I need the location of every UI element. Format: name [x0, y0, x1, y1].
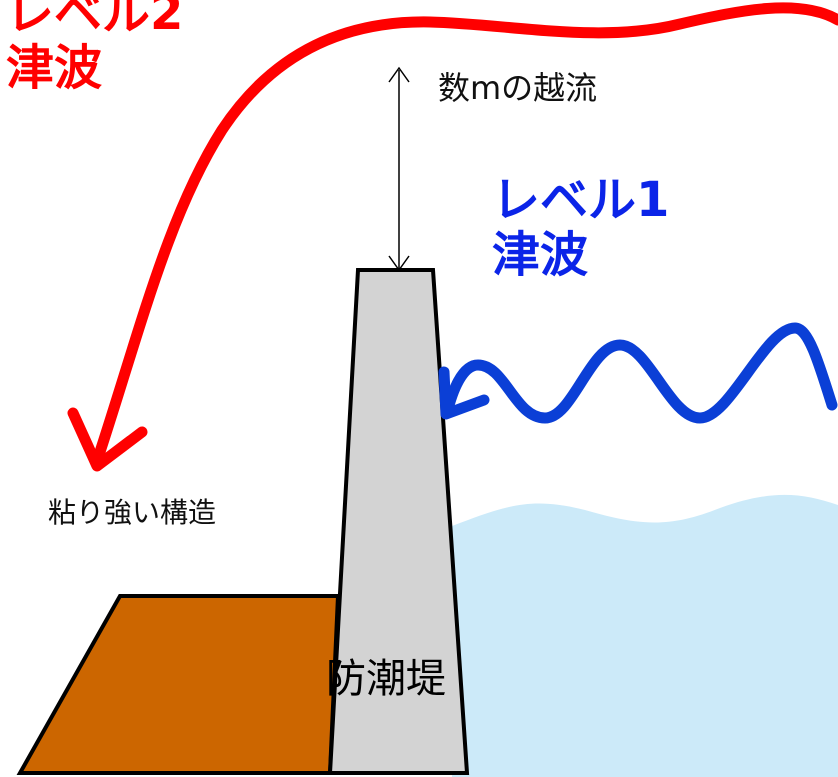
overflow-arrowhead-bottom — [388, 255, 410, 272]
seawall — [327, 268, 470, 775]
overflow-arrowhead-top — [388, 66, 410, 83]
level1-tsunami-label: レベル1 津波 — [492, 172, 670, 284]
level2-label-line2: 津波 — [6, 40, 103, 97]
resilient-structure-label: 粘り強い構造 — [48, 496, 217, 529]
level1-arrowhead — [438, 366, 490, 420]
level1-label-line2: 津波 — [492, 227, 589, 284]
level1-label-line1: レベル1 — [492, 172, 670, 228]
sea-water — [452, 494, 838, 777]
level2-arrowhead — [67, 407, 148, 472]
level2-tsunami-arrow — [92, 2, 838, 464]
level1-tsunami-arrow — [441, 322, 838, 424]
overflow-label: 数mの越流 — [438, 69, 598, 107]
seawall-label: 防潮堤 — [326, 656, 446, 702]
level2-label-line1: レベル2 — [6, 0, 184, 41]
embankment — [16, 594, 341, 775]
level2-tsunami-label: レベル2 津波 — [6, 0, 183, 96]
